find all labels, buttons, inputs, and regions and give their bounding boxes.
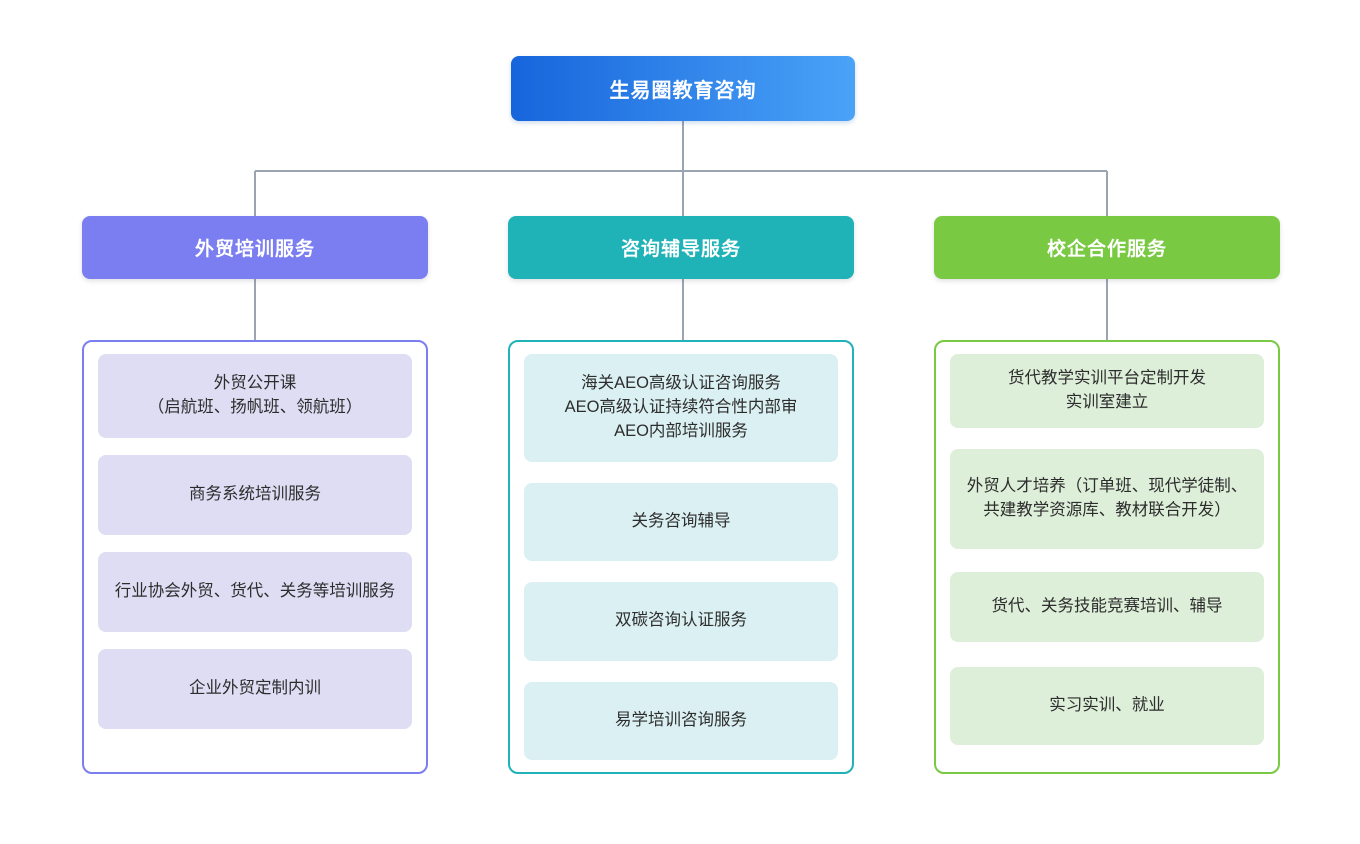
category-header-label: 校企合作服务 bbox=[1046, 239, 1167, 260]
leaf-card[interactable]: 双碳咨询认证服务 bbox=[524, 582, 838, 661]
branch-column-waimao-peixun: 外贸培训服务 外贸公开课 （启航班、扬帆班、领航班） 商务系统培训服务 行业协会… bbox=[82, 216, 428, 774]
root-node[interactable]: 生易圈教育咨询 bbox=[511, 56, 855, 121]
category-header-xiaoqi-hezuo[interactable]: 校企合作服务 bbox=[934, 216, 1280, 279]
leaf-card[interactable]: 实习实训、就业 bbox=[950, 667, 1264, 745]
leaf-card[interactable]: 关务咨询辅导 bbox=[524, 482, 838, 562]
category-header-label: 外贸培训服务 bbox=[194, 239, 315, 260]
leaf-card[interactable]: 外贸公开课 （启航班、扬帆班、领航班） bbox=[98, 354, 412, 438]
branch-column-xiaoqi-hezuo: 校企合作服务 货代教学实训平台定制开发 实训室建立 外贸人才培养（订单班、现代学… bbox=[934, 216, 1280, 774]
leaf-card[interactable]: 货代、关务技能竞赛培训、辅导 bbox=[950, 572, 1264, 642]
root-node-label: 生易圈教育咨询 bbox=[609, 80, 757, 102]
leaf-group-box-xiaoqi-hezuo: 货代教学实训平台定制开发 实训室建立 外贸人才培养（订单班、现代学徒制、共建教学… bbox=[934, 340, 1280, 774]
leaf-card[interactable]: 行业协会外贸、货代、关务等培训服务 bbox=[98, 552, 412, 632]
leaf-card[interactable]: 商务系统培训服务 bbox=[98, 455, 412, 535]
leaf-card[interactable]: 货代教学实训平台定制开发 实训室建立 bbox=[950, 354, 1264, 428]
leaf-card[interactable]: 外贸人才培养（订单班、现代学徒制、共建教学资源库、教材联合开发） bbox=[950, 449, 1264, 549]
branch-column-zixun-fudao: 咨询辅导服务 海关AEO高级认证咨询服务 AEO高级认证持续符合性内部审 AEO… bbox=[508, 216, 854, 774]
category-header-zixun-fudao[interactable]: 咨询辅导服务 bbox=[508, 216, 854, 279]
leaf-group-box-waimao-peixun: 外贸公开课 （启航班、扬帆班、领航班） 商务系统培训服务 行业协会外贸、货代、关… bbox=[82, 340, 428, 774]
leaf-card[interactable]: 易学培训咨询服务 bbox=[524, 681, 838, 760]
category-header-waimao-peixun[interactable]: 外贸培训服务 bbox=[82, 216, 428, 279]
leaf-card[interactable]: 企业外贸定制内训 bbox=[98, 649, 412, 729]
leaf-card[interactable]: 海关AEO高级认证咨询服务 AEO高级认证持续符合性内部审 AEO内部培训服务 bbox=[524, 354, 838, 462]
category-header-label: 咨询辅导服务 bbox=[620, 239, 741, 260]
leaf-group-box-zixun-fudao: 海关AEO高级认证咨询服务 AEO高级认证持续符合性内部审 AEO内部培训服务 … bbox=[508, 340, 854, 774]
